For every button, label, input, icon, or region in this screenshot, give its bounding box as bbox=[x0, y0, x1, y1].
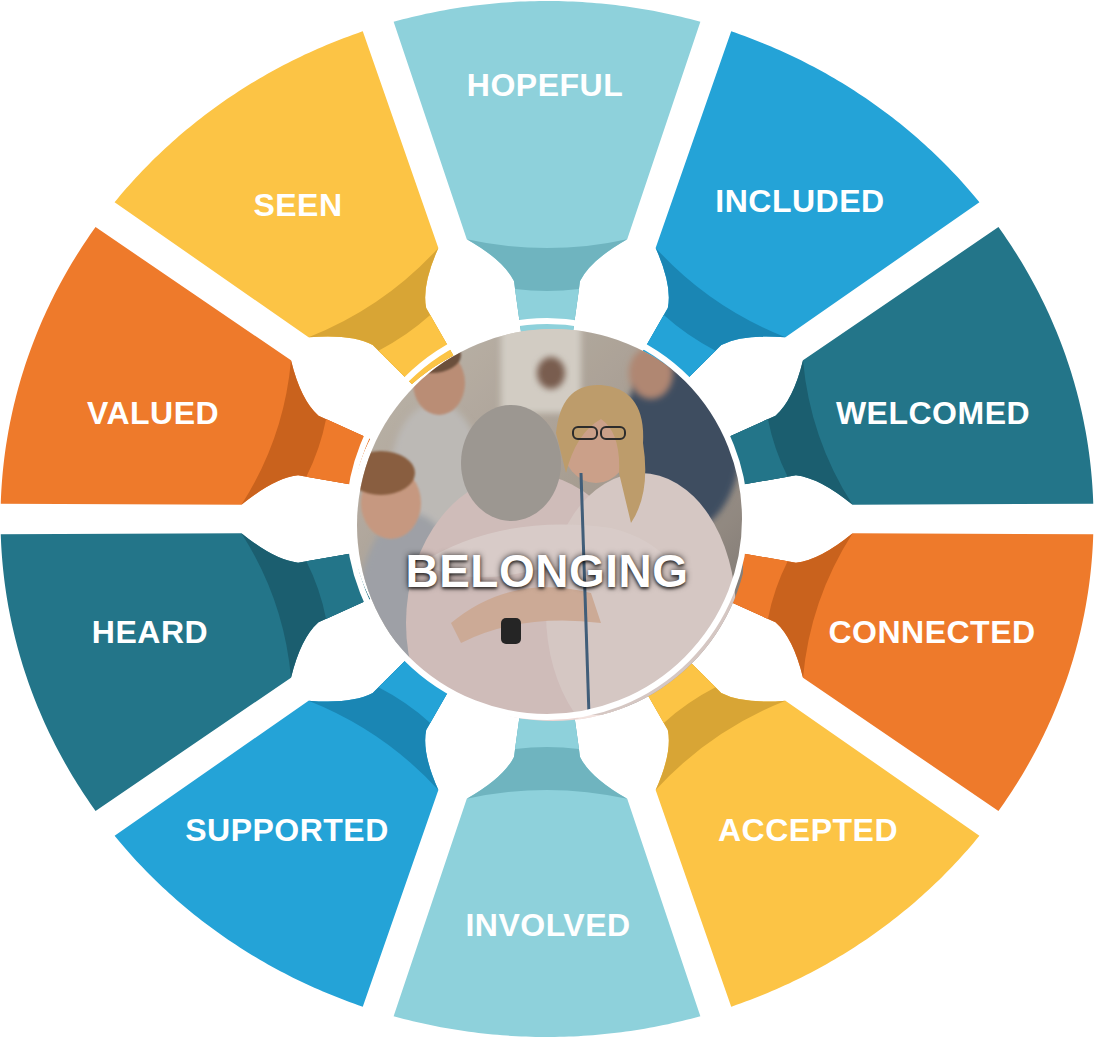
segment-label: WELCOMED bbox=[836, 397, 1030, 429]
segment-fill bbox=[394, 1, 701, 335]
wheel-segment: ACCEPTED bbox=[640, 653, 980, 1007]
segment-label: SUPPORTED bbox=[185, 814, 389, 846]
center-photo bbox=[345, 317, 749, 721]
circle-ring bbox=[349, 321, 745, 717]
photo-shape bbox=[351, 323, 743, 715]
segment-label: INVOLVED bbox=[465, 909, 630, 941]
center-label: BELONGING bbox=[405, 548, 688, 594]
center-circle: BELONGING bbox=[345, 317, 749, 721]
segment-fill bbox=[724, 227, 1093, 505]
segment-label: VALUED bbox=[87, 397, 219, 429]
segment-fill bbox=[641, 654, 980, 1007]
segment-fill bbox=[1, 533, 370, 811]
photo-shape bbox=[351, 323, 743, 715]
segment-label: INCLUDED bbox=[715, 185, 884, 217]
segment-shape bbox=[0, 533, 370, 811]
segment-label: CONNECTED bbox=[828, 616, 1035, 648]
segment-label: HEARD bbox=[92, 616, 208, 648]
segment-shade bbox=[309, 248, 454, 384]
wheel-segment: SEEN bbox=[114, 31, 454, 385]
wheel-segment: INVOLVED bbox=[393, 703, 701, 1037]
segment-shape bbox=[393, 1, 701, 335]
segment-fill bbox=[115, 31, 454, 384]
segment-label: ACCEPTED bbox=[718, 814, 898, 846]
segment-shape bbox=[393, 703, 701, 1037]
segment-label: SEEN bbox=[253, 189, 342, 221]
wheel-segment: WELCOMED bbox=[724, 227, 1094, 505]
wheel-segment: HEARD bbox=[0, 533, 370, 811]
segment-fill bbox=[394, 703, 701, 1037]
segment-shape bbox=[724, 227, 1094, 505]
wheel-segment: HOPEFUL bbox=[393, 1, 701, 335]
segment-label: HOPEFUL bbox=[467, 69, 623, 101]
segment-neck bbox=[515, 289, 579, 335]
